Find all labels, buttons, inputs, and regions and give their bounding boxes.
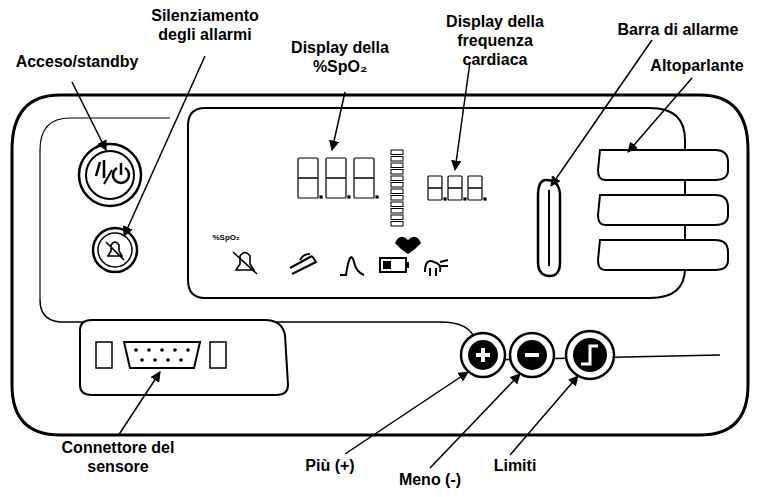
part-label: Silenziamento degli allarmi <box>135 6 275 44</box>
part-label: Barra di allarme <box>598 20 758 39</box>
part-label: Meno (-) <box>385 470 475 489</box>
part-label: Display della frequenza cardiaca <box>430 12 560 69</box>
part-label: Altoparlante <box>640 56 754 75</box>
display-caption: %SpO₂ <box>206 233 246 242</box>
part-label: Connettore del sensore <box>58 438 178 476</box>
part-label: Display della %SpO₂ <box>280 38 400 76</box>
part-label: Più (+) <box>290 456 370 475</box>
part-label: Limiti <box>480 456 550 475</box>
part-label: Acceso/standby <box>2 52 152 71</box>
